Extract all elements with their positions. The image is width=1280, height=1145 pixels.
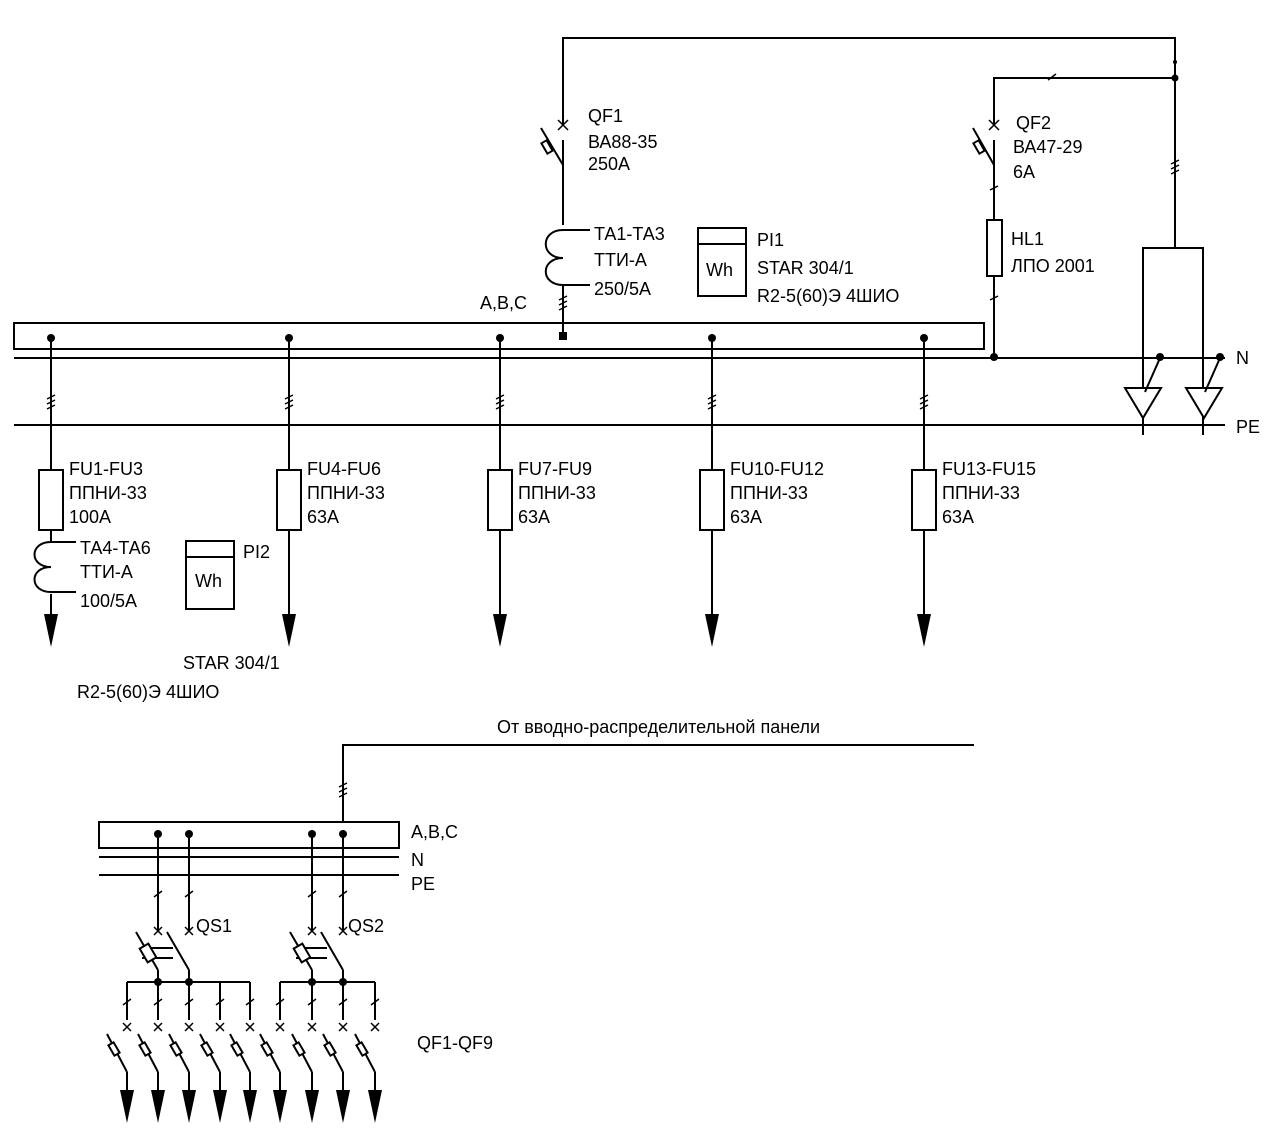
feeder-type: ППНИ-33 (730, 483, 808, 503)
pi1-name: PI1 (757, 230, 784, 250)
pi1-symbol: Wh (706, 260, 733, 280)
ta4-ratio: 100/5А (80, 591, 137, 611)
source-label: От вводно-распределительной панели (497, 717, 820, 737)
incoming-circuit: QF1 ВА88-35 250А ТА1-ТА3 ТТИ-А 250/5А (540, 37, 1176, 340)
pi2-type: STAR 304/1 (183, 653, 280, 673)
ta4-name: ТА4-ТА6 (80, 538, 151, 558)
outgoing-breaker (168, 982, 196, 1123)
hl1-lamp-symbol (986, 219, 1003, 277)
feeder-type: ППНИ-33 (307, 483, 385, 503)
bottom-groups (106, 830, 382, 1123)
ta1-name: ТА1-ТА3 (594, 224, 665, 244)
fuse-symbol (276, 469, 302, 531)
feeder-rating: 63А (942, 507, 974, 527)
feeder-arrow (917, 614, 931, 647)
qf2-type: ВА47-29 (1013, 137, 1082, 157)
fuse-symbol (699, 469, 725, 531)
pi2-name: PI2 (243, 542, 270, 562)
pi2-meter: Wh (185, 540, 235, 610)
feeder-name: FU10-FU12 (730, 459, 824, 479)
pi1-type: STAR 304/1 (757, 258, 854, 278)
outgoing-breaker (322, 982, 350, 1123)
qs1-label: QS1 (196, 916, 232, 936)
feeder-type: ППНИ-33 (942, 483, 1020, 503)
signal-circuit (972, 60, 1180, 361)
busbar-abc-label: A,B,C (480, 293, 527, 313)
ta4-type: ТТИ-А (80, 562, 133, 582)
qs2-label: QS2 (348, 916, 384, 936)
feeder-rating: 63А (730, 507, 762, 527)
feeder-name: FU4-FU6 (307, 459, 381, 479)
pi1-spec: R2-5(60)Э 4ШИО (757, 286, 899, 306)
pi1-meter: Wh (697, 227, 747, 297)
feeder-rating: 63А (307, 507, 339, 527)
fuse-symbol (911, 469, 937, 531)
surge-arrester-block (1123, 247, 1224, 435)
ta4-transformer-symbol (33, 541, 76, 594)
outgoing-breaker (354, 982, 382, 1123)
ta1-ratio: 250/5А (594, 279, 651, 299)
feeder-arrow (493, 614, 507, 647)
outgoing-breaker (199, 982, 227, 1123)
feeder-type: ППНИ-33 (69, 483, 147, 503)
fuse-symbol (38, 469, 64, 531)
outgoing-breaker (106, 982, 134, 1123)
feeder-arrow (705, 614, 719, 647)
ta1-transformer-symbol (544, 225, 590, 286)
switch-group-1 (106, 830, 257, 1123)
feeder-type: ППНИ-33 (518, 483, 596, 503)
qf1-type: ВА88-35 (588, 132, 657, 152)
ta1-type: ТТИ-А (594, 250, 647, 270)
qf2-name: QF2 (1016, 113, 1051, 133)
qf2-breaker-symbol (972, 119, 1000, 166)
outgoing-breaker (259, 982, 287, 1123)
pi2-spec: R2-5(60)Э 4ШИО (77, 682, 219, 702)
feeders: FU1-FU3ППНИ-33100АFU4-FU6ППНИ-3363АFU7-F… (38, 334, 1036, 647)
qf1-breaker-symbol (540, 119, 569, 166)
outgoing-breaker (291, 982, 319, 1123)
qf1-rating: 250А (588, 154, 630, 174)
breakers-label: QF1-QF9 (417, 1033, 493, 1053)
qf2-rating: 6А (1013, 162, 1035, 182)
feeder-arrow (282, 614, 296, 647)
feeder-name: FU7-FU9 (518, 459, 592, 479)
bottom-busbar-pe-label: PE (411, 874, 435, 894)
switch-group-2 (259, 830, 382, 1123)
feeder-rating: 63А (518, 507, 550, 527)
outgoing-breaker (229, 982, 257, 1123)
busbar-pe-label: PE (1236, 417, 1260, 437)
pi2-symbol: Wh (195, 571, 222, 591)
busbar-n-label: N (1236, 348, 1249, 368)
feeder-rating: 100А (69, 507, 111, 527)
hl1-name: HL1 (1011, 229, 1044, 249)
feeder-name: FU1-FU3 (69, 459, 143, 479)
bottom-busbar-abc-label: A,B,C (411, 822, 458, 842)
fuse-symbol (487, 469, 513, 531)
feeder-arrow (44, 614, 58, 647)
bottom-busbar-abc (98, 821, 400, 849)
outgoing-breaker (137, 982, 165, 1123)
hl1-type: ЛПО 2001 (1011, 256, 1095, 276)
top-panel: A,B,C N PE QF1 ВА88-35 250А Т (13, 37, 1260, 702)
bottom-busbar-n-label: N (411, 850, 424, 870)
qf1-name: QF1 (588, 106, 623, 126)
feeder-name: FU13-FU15 (942, 459, 1036, 479)
bottom-panel: От вводно-распределительной панели A,B,C… (98, 717, 974, 1123)
